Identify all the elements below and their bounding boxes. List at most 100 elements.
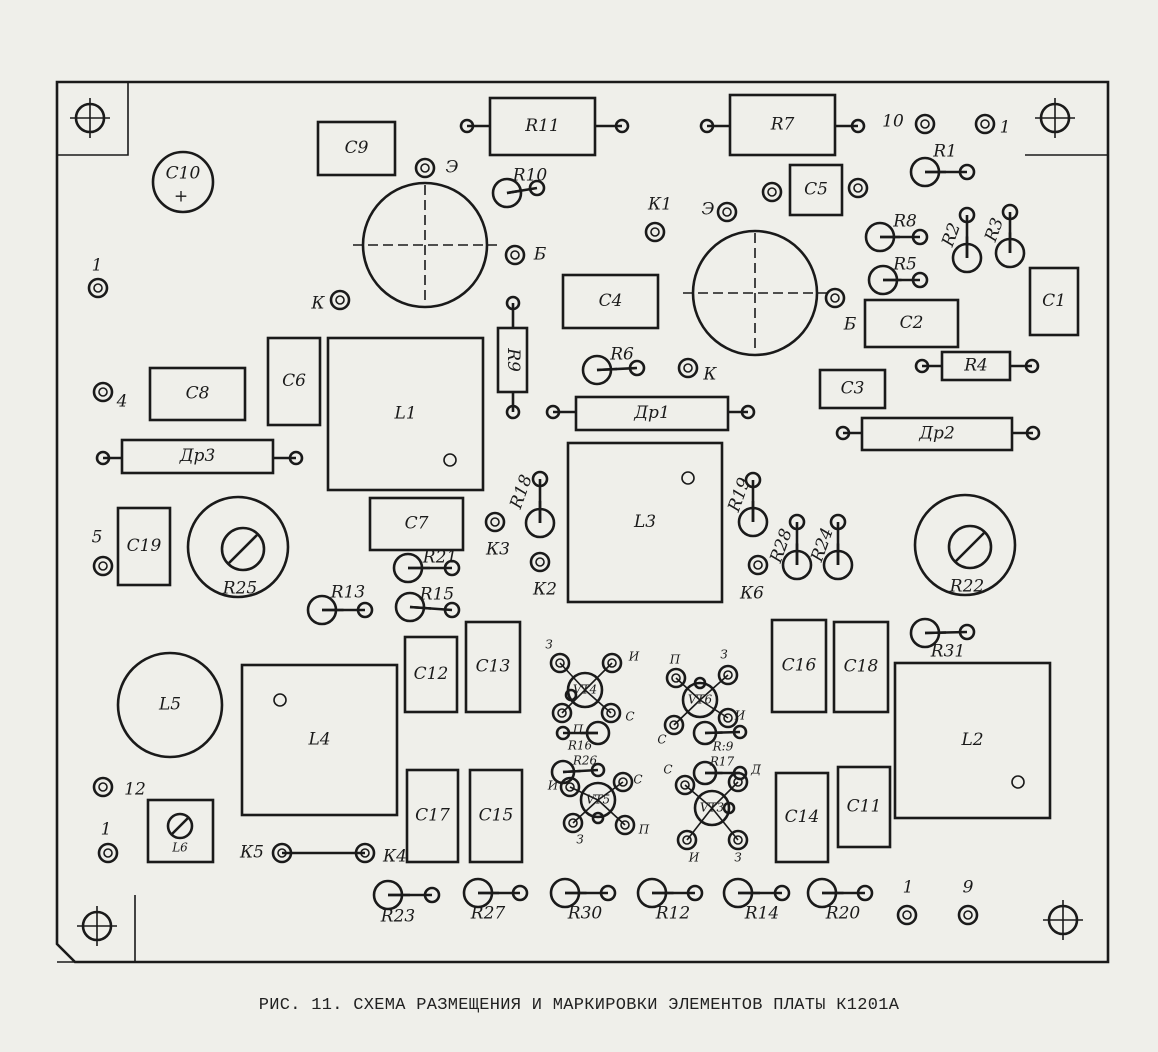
pad (911, 228, 929, 246)
resistor-r24: R24 (807, 513, 854, 581)
pad-k6: К6 (739, 554, 769, 604)
component-label: C14 (785, 807, 820, 827)
trimmer-icon (220, 526, 266, 572)
pad (958, 623, 976, 641)
pad-k1: К1 (644, 195, 672, 243)
pad-hole (753, 560, 763, 570)
resistor-r5: R5 (867, 255, 929, 296)
component-label: R4 (963, 356, 988, 376)
component-body (368, 496, 465, 552)
component-body (146, 798, 215, 864)
component-label: C7 (405, 514, 429, 534)
pad-hole (98, 387, 108, 397)
component-label: C17 (415, 806, 450, 826)
component-label: C6 (282, 371, 306, 391)
component-c9: C9 (316, 120, 397, 177)
pad-hole (535, 557, 545, 567)
component-label: R31 (930, 642, 965, 662)
component-label: R20 (825, 904, 861, 924)
pad (484, 511, 506, 533)
component-body (468, 768, 524, 864)
pin-pad (727, 829, 749, 851)
mounting-hole-frame (1025, 82, 1109, 156)
pad-label: 5 (92, 528, 103, 548)
component-label: Др2 (918, 424, 955, 444)
trimmer-icon (947, 524, 993, 570)
centerline (353, 185, 497, 305)
component-c5: C5 (788, 163, 844, 217)
component-r9: R9 (496, 295, 529, 420)
component-label: R6 (609, 345, 634, 365)
pad (271, 842, 293, 864)
pad-t4: 4 (92, 381, 127, 412)
trimmer-icon (166, 812, 194, 840)
pad-label: 9 (963, 878, 974, 898)
component-label: C18 (844, 657, 879, 677)
pad-e2: Э (701, 200, 738, 223)
pad-hole (683, 363, 693, 373)
resistor-r13: R13 (306, 583, 374, 626)
pad (1024, 358, 1040, 374)
component-label: L6 (171, 841, 188, 855)
trimmer-slot (228, 534, 258, 564)
component-label: L2 (960, 730, 983, 750)
pad-hole (853, 183, 863, 193)
lead (596, 367, 618, 372)
polarity-plus: + (174, 187, 188, 207)
mounting-hole (57, 895, 136, 963)
component-l2: L2 (893, 661, 1052, 820)
crosshair-icon (70, 98, 110, 138)
pad (850, 118, 866, 134)
component-label: R26 (572, 754, 598, 768)
pad (896, 904, 918, 926)
component-dr1: Др1 (545, 395, 756, 432)
pad-hole (565, 782, 575, 792)
pad-hole (963, 910, 973, 920)
resistor-r28: R28 (766, 513, 813, 581)
trimmer-slot (171, 817, 189, 835)
lead (597, 799, 626, 826)
component-body (116, 651, 224, 759)
pad (914, 113, 936, 135)
lead (924, 631, 947, 635)
pad (974, 113, 996, 135)
component-c8: C8 (148, 366, 247, 422)
mounting-hole-icon (1011, 775, 1025, 789)
component-label: R1 (932, 142, 957, 162)
component-c15: C15 (468, 768, 524, 864)
pad (716, 201, 738, 223)
lead (704, 731, 723, 735)
pad (511, 884, 529, 902)
pad-hole (606, 708, 616, 718)
component-label: R13 (330, 583, 365, 603)
pad-hole (555, 658, 565, 668)
pad-label: К (310, 294, 325, 314)
pad (856, 884, 874, 902)
component-c12: C12 (403, 635, 459, 714)
pad-k5: К5 (239, 842, 293, 864)
component-body (488, 96, 597, 157)
component-label: C16 (782, 656, 817, 676)
component-c11: C11 (836, 765, 892, 849)
component-label: R22 (949, 577, 984, 597)
resistor-r19: R19 (724, 471, 769, 538)
transistor-label: VT4 (573, 683, 597, 697)
component-body (836, 765, 892, 849)
resistor-r12: R12 (636, 877, 704, 924)
pad (958, 206, 976, 224)
capacitor-c10-body (151, 150, 215, 214)
resistor-r18: R18 (506, 470, 556, 539)
pad-hole (568, 818, 578, 828)
pad-hole (733, 835, 743, 845)
pad-label: 1 (92, 256, 103, 276)
pin-pad (562, 812, 584, 834)
component-label: C13 (476, 657, 511, 677)
pad-hole (510, 250, 520, 260)
resistor-r21: R21 (392, 548, 461, 584)
component-body (940, 350, 1012, 382)
lead (711, 807, 739, 841)
pin-label: П (638, 823, 650, 837)
pad-hole (669, 720, 679, 730)
component-label: R27 (470, 904, 506, 924)
